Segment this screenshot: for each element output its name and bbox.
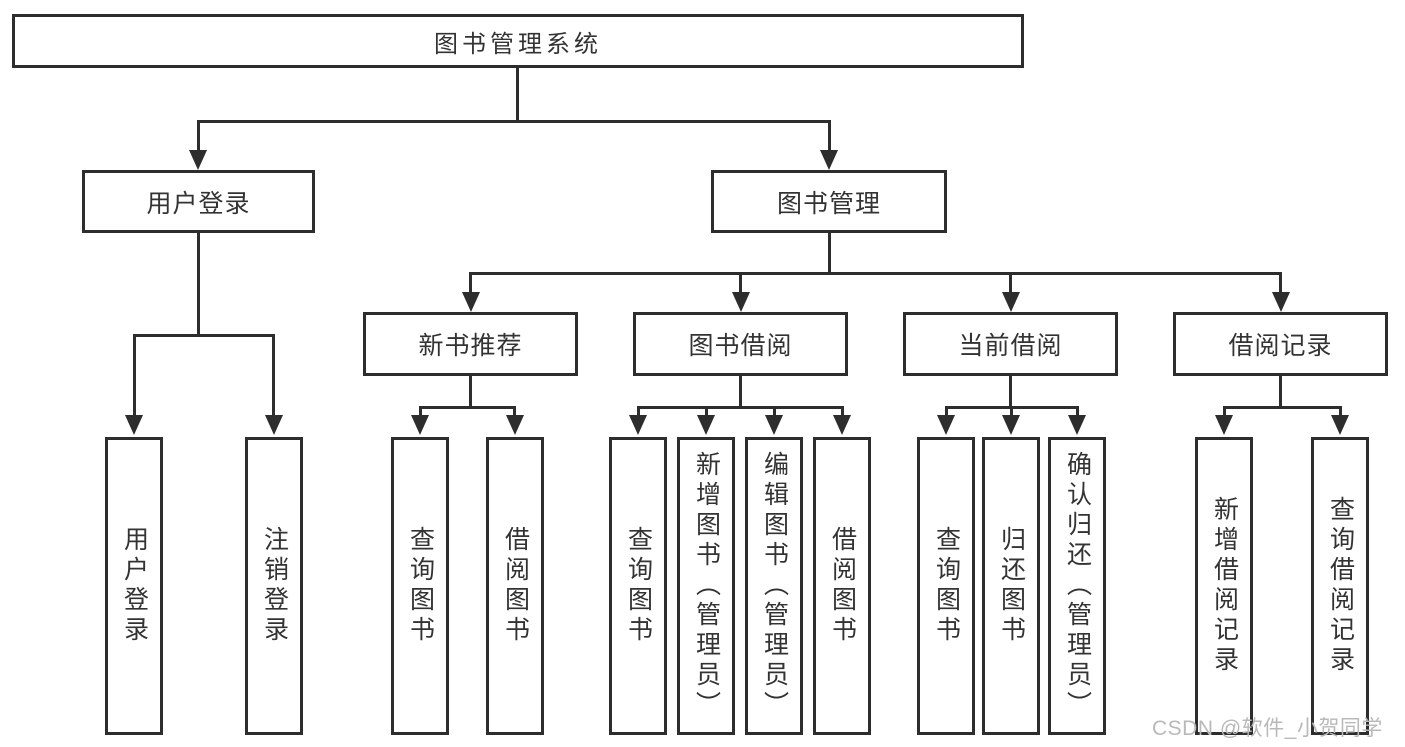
node-book-management: 图书管理: [711, 170, 947, 233]
node-root-system: 图书管理系统: [12, 14, 1024, 68]
connector-line: [516, 68, 519, 122]
leaf-edit-book-admin: 编辑图书（管理员）: [745, 437, 803, 735]
csdn-watermark: CSDN @软件_小贺同学: [1152, 717, 1383, 740]
arrow-down-icon: [411, 415, 429, 435]
leaf-query-book-current: 查询图书: [917, 437, 975, 735]
connector-line: [197, 233, 200, 335]
arrow-down-icon: [1068, 415, 1086, 435]
arrow-down-icon: [765, 415, 783, 435]
connector-line: [1339, 406, 1342, 417]
connector-line: [419, 406, 516, 409]
leaf-query-book-recommend: 查询图书: [391, 437, 449, 735]
arrow-down-icon: [820, 150, 838, 170]
connector-line: [1279, 376, 1282, 408]
arrow-down-icon: [189, 150, 207, 170]
connector-line: [828, 233, 831, 274]
connector-line: [1223, 406, 1342, 409]
node-new-book-recommend: 新书推荐: [363, 312, 578, 376]
node-borrow-records: 借阅记录: [1173, 312, 1388, 376]
leaf-borrow-book-recommend: 借阅图书: [486, 437, 544, 735]
connector-line: [945, 406, 948, 417]
connector-line: [637, 406, 640, 417]
arrow-down-icon: [462, 292, 480, 312]
arrow-down-icon: [506, 415, 524, 435]
arrow-down-icon: [1002, 415, 1020, 435]
connector-line: [739, 272, 742, 294]
arrow-down-icon: [833, 415, 851, 435]
arrow-down-icon: [265, 415, 283, 435]
connector-line: [469, 272, 1282, 275]
connector-line: [773, 406, 776, 417]
arrow-down-icon: [629, 415, 647, 435]
connector-line: [1279, 272, 1282, 294]
node-book-borrow: 图书借阅: [633, 312, 848, 376]
connector-line: [1010, 406, 1013, 417]
connector-line: [1009, 376, 1012, 408]
leaf-borrow-book: 借阅图书: [813, 437, 871, 735]
connector-line: [419, 406, 422, 417]
connector-line: [828, 120, 831, 152]
connector-line: [1076, 406, 1079, 417]
connector-line: [133, 334, 275, 337]
connector-line: [637, 406, 844, 409]
node-current-borrow: 当前借阅: [903, 312, 1118, 376]
connector-line: [1223, 406, 1226, 417]
leaf-query-book-borrow: 查询图书: [609, 437, 667, 735]
arrow-down-icon: [732, 292, 750, 312]
leaf-add-borrow-record: 新增借阅记录: [1195, 437, 1253, 735]
arrow-down-icon: [1215, 415, 1233, 435]
connector-line: [841, 406, 844, 417]
arrow-down-icon: [697, 415, 715, 435]
connector-line: [1009, 272, 1012, 294]
connector-line: [272, 334, 275, 417]
leaf-return-book: 归还图书: [982, 437, 1040, 735]
connector-line: [197, 120, 200, 152]
connector-line: [197, 120, 831, 123]
connector-line: [133, 334, 136, 417]
node-user-login: 用户登录: [82, 170, 315, 233]
leaf-logout: 注销登录: [245, 437, 303, 735]
connector-line: [469, 272, 472, 294]
connector-line: [705, 406, 708, 417]
connector-line: [513, 406, 516, 417]
leaf-user-login: 用户登录: [105, 437, 163, 735]
arrow-down-icon: [125, 415, 143, 435]
arrow-down-icon: [1272, 292, 1290, 312]
connector-line: [469, 376, 472, 408]
arrow-down-icon: [937, 415, 955, 435]
arrow-down-icon: [1002, 292, 1020, 312]
arrow-down-icon: [1331, 415, 1349, 435]
connector-line: [739, 376, 742, 408]
leaf-query-borrow-record: 查询借阅记录: [1311, 437, 1369, 735]
leaf-add-book-admin: 新增图书（管理员）: [677, 437, 735, 735]
leaf-confirm-return-admin: 确认归还（管理员）: [1048, 437, 1106, 735]
